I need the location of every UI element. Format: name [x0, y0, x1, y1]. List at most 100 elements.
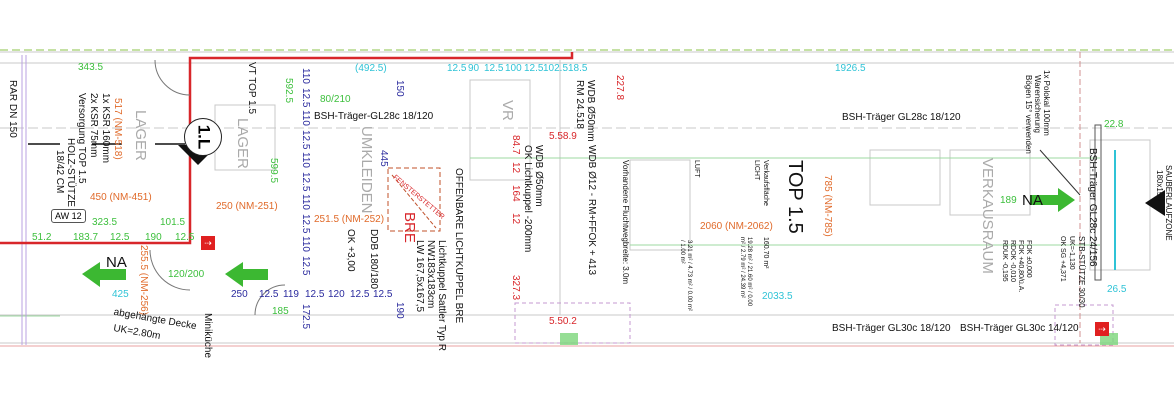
area-label: 785 (NM-785) [822, 175, 833, 237]
note: STB-STÜTZE 30/30 [1077, 236, 1086, 308]
dimension: 18.5 [568, 63, 588, 74]
dimension: 12.5 [259, 289, 279, 300]
dimension: 26.5 [1107, 284, 1127, 295]
dimension: 12.5 [484, 63, 504, 74]
dimension: 110 [300, 194, 311, 210]
dimension: 119 [283, 289, 299, 300]
dimension: 110 [300, 110, 311, 126]
dimension: 12.5 [300, 88, 311, 108]
note: FOK +40,80/ü.A. [1017, 240, 1024, 293]
note: OK +3,00 [345, 229, 356, 272]
note: WDB Ø50mm [533, 145, 544, 207]
dimension: 12.5 [300, 214, 311, 234]
dimension: 12.5 [300, 130, 311, 150]
note: Versorgung TOP 1.5 [76, 93, 87, 184]
note: RM 24.518 [574, 80, 585, 129]
dimension: 599.5 [268, 158, 279, 184]
dimension: 445 [378, 150, 389, 167]
note: FOK ±0,000 [1025, 240, 1032, 278]
dimension: 327.3 [510, 275, 521, 301]
note: OK SG +4,371 [1059, 236, 1066, 282]
note: 3.21 m² / 4.73 m² / 0.00 m² / 1.00 m² [679, 240, 692, 312]
note: 18/42 CM [54, 150, 65, 194]
level-marker: 5.50.2 [549, 316, 577, 327]
exit-arrows [82, 188, 1075, 287]
note: LUFT [693, 160, 700, 178]
dimension: 101.5 [160, 217, 186, 228]
exit-sign-icon: ⇢ [201, 236, 215, 250]
dimension: 2033.5 [762, 291, 793, 302]
note: SAUBERLAUFZONE [1164, 165, 1173, 241]
exit-arrow-left-1 [82, 262, 126, 287]
beam-label: BSH-Träger GL28c 24/156 [1087, 148, 1098, 267]
note: WDB Ø12 - RM+FFOK + 413 [586, 145, 597, 276]
dimension: 190 [145, 232, 162, 243]
wall-tag: AW 12 [51, 209, 86, 223]
note: Vorhandene Fluchtwegbreite: 3.0m [621, 160, 630, 285]
note: HOLZ-STÜTZE [65, 138, 76, 207]
note: Bögen 15° verwenden [1024, 75, 1033, 154]
dimension: 12.5 [300, 172, 311, 192]
dimension: 343.5 [78, 62, 104, 73]
section-marker-label: 1.L [194, 124, 213, 150]
beam-label: BSH-Träger GL28c 18/120 [842, 112, 961, 123]
note: RDOK -0,010 [1009, 240, 1016, 283]
dimension: 22.8 [1104, 119, 1124, 130]
beam-label: BSH-Träger GL30c 14/120 [960, 323, 1079, 334]
note: Warensicherung [1033, 75, 1042, 133]
dimension: 120/200 [168, 269, 205, 280]
exit-label-na: NA [1022, 192, 1043, 209]
note: Lichtkuppel Sattler Typ R [436, 240, 447, 351]
note: UK=-1,130 [1068, 236, 1075, 270]
dimension: 1926.5 [835, 63, 866, 74]
level-marker: 5.58.9 [549, 131, 577, 142]
dimension: 84.7 [510, 135, 521, 155]
note: DDB 180/180 [368, 229, 379, 290]
note: LW 167,5x167,5 [414, 240, 425, 313]
dimension: 80/210 [320, 94, 351, 105]
dimension: 172.5 [300, 304, 311, 330]
note: WDB Ø50mm [585, 80, 596, 142]
room-label-lager: LAGER [234, 118, 251, 169]
note: Verkaufsfläche [762, 160, 769, 206]
dimension: 102.5 [543, 63, 569, 74]
dimension: 150 [394, 80, 405, 97]
dimension: (492.5) [355, 63, 387, 74]
dimension: 12.5 [524, 63, 544, 74]
note: 2x KSR 75mm [88, 93, 99, 158]
area-label: 255.5 (NM-256) [138, 245, 149, 316]
room-label-lager: LAGER [132, 110, 149, 161]
exit-arrow-right [1030, 188, 1075, 212]
dimension: 90 [468, 63, 480, 74]
note: NW183x183cm [425, 240, 436, 309]
area-label: 250 (NM-251) [216, 201, 278, 212]
dimension: 185 [272, 306, 289, 317]
area-label: 251.5 (NM-252) [314, 214, 385, 225]
beam-label: BSH-Träger-GL28c 18/120 [314, 111, 434, 122]
dimension: 12.5 [373, 289, 393, 300]
dimension: 110 [300, 152, 311, 168]
dimension: 110 [300, 68, 311, 84]
north-triangle [1145, 190, 1165, 216]
exit-sign-icon: ⇢ [1095, 322, 1109, 336]
dimension: 12.5 [305, 289, 325, 300]
dimension: 164 [510, 185, 521, 202]
dimension: 250 [231, 289, 248, 300]
dimension: 12 [510, 162, 521, 174]
section-marker-1l: 1.L [184, 118, 222, 156]
dimension: 592.5 [283, 78, 294, 104]
dimension: 100 [505, 63, 522, 74]
unit-title: TOP 1.5 [784, 160, 806, 234]
dimension: 323.5 [92, 217, 118, 228]
beam-label: BSH-Träger GL30c 18/120 [832, 323, 951, 334]
note: VT TOP 1.5 [246, 62, 257, 115]
exit-label-na: NA [106, 254, 127, 271]
room-label-verkaufsraum: VERKAUSRAUM [979, 158, 996, 274]
dimension: 110 [300, 236, 311, 252]
area-label: 2060 (NM-2062) [700, 221, 773, 232]
dimension: 12.5 [300, 256, 311, 276]
dimension: 12.5 [110, 232, 130, 243]
note: 19.28 m² / 21.60 m² / 0.00 m² / 2.79 m² … [739, 237, 752, 307]
note: RDUK -0,195 [1001, 240, 1008, 282]
